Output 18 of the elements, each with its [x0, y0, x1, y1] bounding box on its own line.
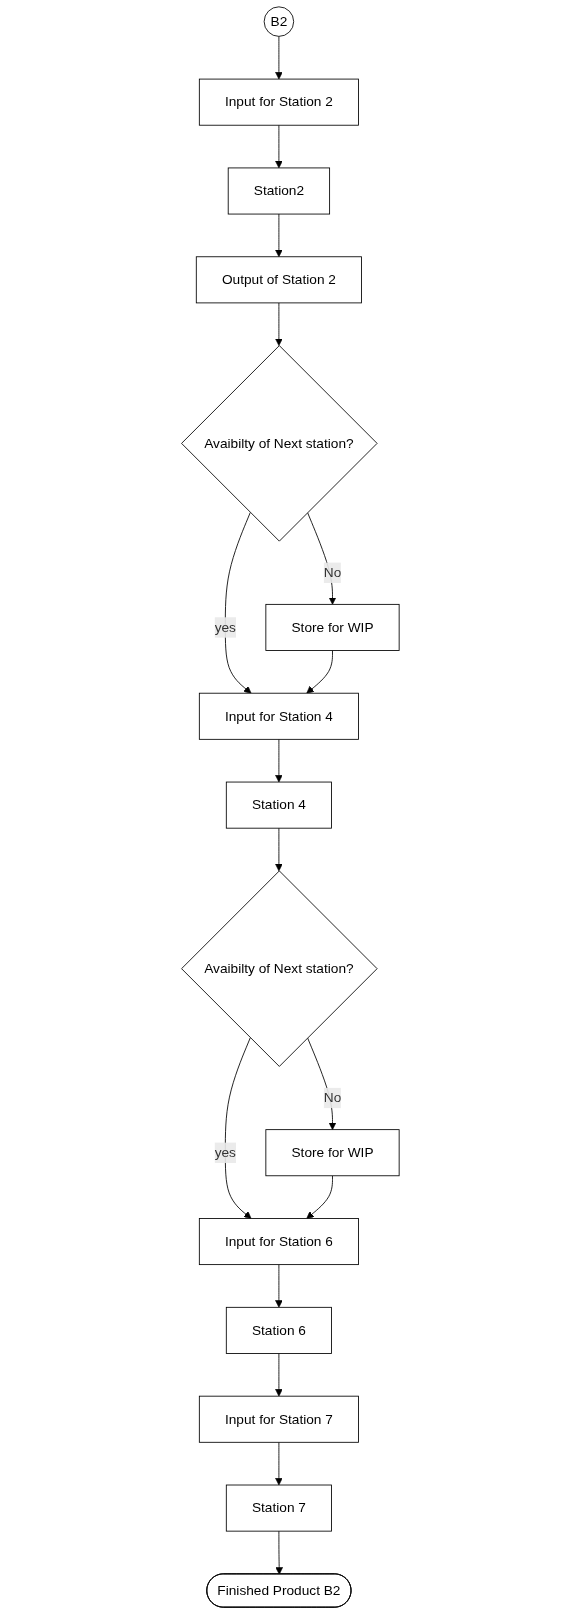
node-box: Station 4 [225, 781, 332, 829]
node-box: Station2 [227, 167, 330, 215]
node-box: Store for WIP [265, 1129, 400, 1177]
node-diamond: Avaibilty of Next station? [180, 870, 378, 1067]
node-box: Store for WIP [265, 603, 400, 651]
node-box: Input for Station 7 [198, 1395, 359, 1443]
node-box: Station 7 [225, 1484, 332, 1532]
node-diamond: Avaibilty of Next station? [180, 345, 378, 542]
edge-label: No [323, 1090, 341, 1105]
node-circle: B2 [263, 6, 294, 37]
edge-label: yes [214, 619, 236, 635]
edge-label: yes [214, 1145, 236, 1160]
node-box: Input for Station 4 [198, 692, 359, 740]
node-box: Output of Station 2 [195, 256, 362, 304]
node-box: Input for Station 6 [198, 1218, 359, 1266]
node-box: Station 6 [225, 1306, 332, 1354]
edge-label: No [323, 565, 341, 580]
node-box: Input for Station 2 [198, 78, 359, 126]
